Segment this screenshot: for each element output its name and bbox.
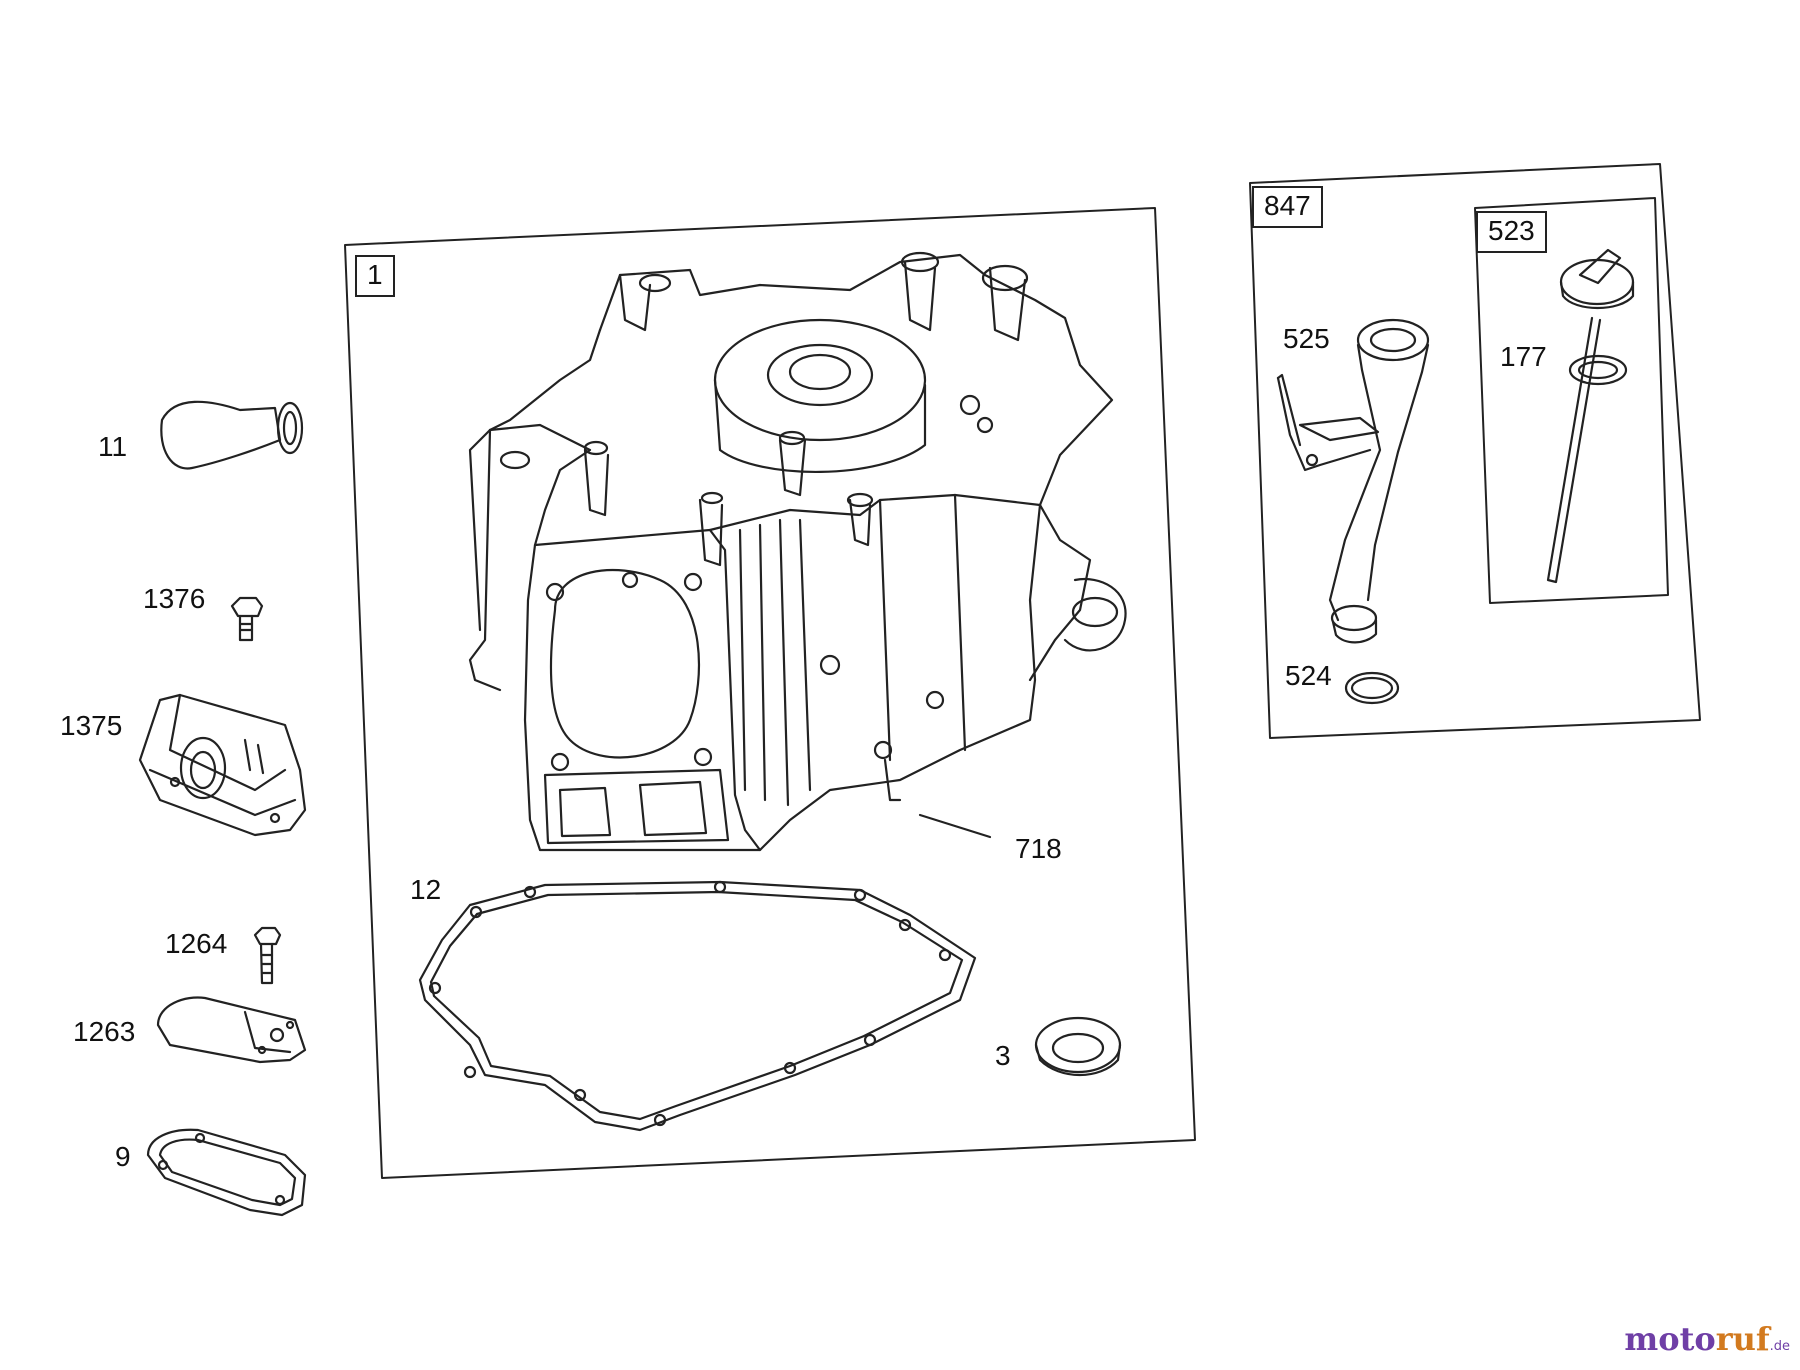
o-ring-drawing bbox=[1344, 671, 1400, 705]
bolt-drawing-1264 bbox=[253, 926, 282, 985]
watermark-tld: .de bbox=[1769, 1339, 1790, 1354]
watermark-logo: motoruf.de bbox=[1624, 1320, 1790, 1358]
callout-525: 525 bbox=[1283, 323, 1330, 354]
dipstick-drawing bbox=[1546, 248, 1635, 584]
breather-hose-drawing bbox=[160, 400, 304, 470]
main-frame bbox=[344, 207, 1196, 1179]
dipstick-group-frame-label: 847 bbox=[1252, 186, 1323, 228]
callout-9: 9 bbox=[115, 1141, 131, 1172]
callout-1375: 1375 bbox=[60, 710, 123, 741]
leader-718 bbox=[918, 813, 992, 839]
callout-1376: 1376 bbox=[143, 583, 206, 614]
callout-524: 524 bbox=[1285, 660, 1332, 691]
callout-12: 12 bbox=[410, 874, 442, 905]
small-gasket-drawing bbox=[146, 1128, 307, 1217]
oil-fill-tube-drawing bbox=[1276, 318, 1430, 644]
callout-1263: 1263 bbox=[73, 1016, 136, 1047]
main-frame-label: 1 bbox=[355, 255, 395, 297]
watermark-brand-b: ruf bbox=[1715, 1320, 1770, 1358]
callout-177: 177 bbox=[1500, 341, 1547, 372]
breather-cover-drawing bbox=[138, 693, 307, 837]
cylinder-block-drawing bbox=[468, 251, 1127, 852]
dipstick-inner-frame-label: 523 bbox=[1476, 211, 1547, 253]
callout-1264: 1264 bbox=[165, 928, 228, 959]
seal-ring-drawing bbox=[1034, 1016, 1122, 1077]
dipstick-group-frame bbox=[1249, 163, 1701, 739]
plate-drawing bbox=[156, 996, 307, 1064]
bolt-drawing bbox=[230, 596, 264, 642]
gasket-drawing bbox=[418, 880, 977, 1132]
watermark-brand-a: moto bbox=[1624, 1320, 1716, 1358]
callout-718: 718 bbox=[1015, 833, 1062, 864]
callout-11: 11 bbox=[98, 431, 128, 462]
dipstick-inner-frame bbox=[1474, 197, 1669, 604]
callout-3: 3 bbox=[995, 1040, 1011, 1071]
